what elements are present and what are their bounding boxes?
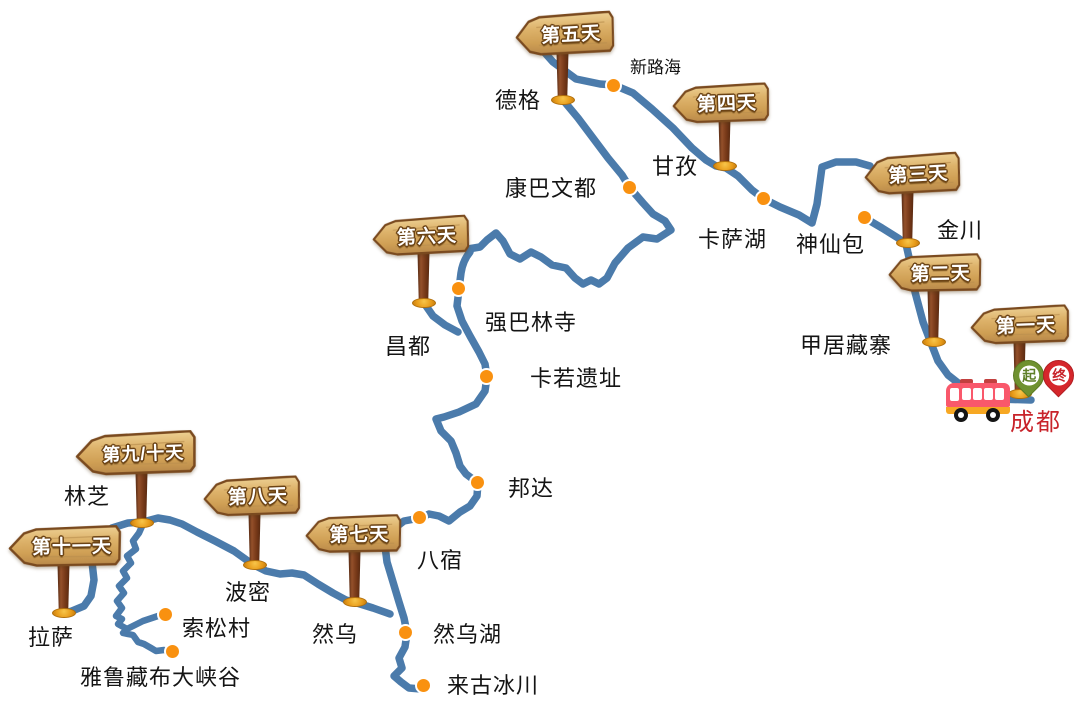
- place-label-laigubingchuan: 来古冰川: [447, 673, 540, 698]
- bus-window: [984, 388, 993, 400]
- place-label-bangda: 邦达: [508, 476, 555, 501]
- waypoint-dot-shenxianbao: [856, 209, 873, 226]
- bus-wheel: [986, 408, 1000, 422]
- signpost-day5: 第五天: [515, 10, 615, 105]
- place-label-basu: 八宿: [417, 548, 464, 573]
- signpost-day6: 第六天: [372, 214, 470, 308]
- sign-label: 第四天: [696, 92, 758, 116]
- signpost-day2: 第二天: [888, 253, 982, 347]
- place-label-linzhi: 林芝: [64, 484, 111, 509]
- sign-label: 第六天: [396, 224, 458, 249]
- place-label-jinchuan: 金川: [937, 218, 984, 243]
- bus-body: [946, 383, 1010, 407]
- sign-post: [135, 473, 148, 524]
- start-pin-label: 起: [1021, 367, 1036, 384]
- sign-label: 第十一天: [31, 536, 113, 559]
- sign-label: 第二天: [910, 262, 971, 285]
- place-label-kangbawendu: 康巴文都: [505, 176, 598, 201]
- place-label-jiajuzangzhai: 甲居藏寨: [800, 333, 893, 358]
- place-label-dege: 德格: [495, 88, 542, 113]
- end-pin-label: 终: [1051, 367, 1066, 384]
- sign-label: 第九/十天: [101, 441, 185, 465]
- sign-post: [348, 551, 361, 603]
- bus-icon: [946, 377, 1012, 422]
- waypoint-dot-qiangbalinsi: [450, 280, 467, 297]
- waypoint-dot-kangbawendu: [621, 179, 638, 196]
- signpost-day9-10: 第九/十天: [75, 429, 197, 528]
- sign-label: 第八天: [227, 485, 289, 509]
- bus-roof-vent: [960, 379, 973, 384]
- sign-post: [556, 53, 569, 101]
- place-label-ranwuhu: 然乌湖: [433, 622, 503, 647]
- waypoint-dot-yaluzangbu: [164, 643, 181, 660]
- waypoint-dot-suosongcun: [157, 606, 174, 623]
- sign-label: 第五天: [540, 22, 602, 47]
- place-label-ganzi: 甘孜: [652, 154, 699, 179]
- place-label-changdu: 昌都: [385, 334, 432, 359]
- signpost-day11: 第十一天: [8, 525, 122, 618]
- place-label-ranwu: 然乌: [312, 622, 359, 647]
- end-pin: 终: [1036, 353, 1080, 398]
- sign-post-base: [412, 298, 436, 308]
- sign-post-base: [551, 95, 575, 105]
- place-label-kasahu: 卡萨湖: [698, 227, 768, 252]
- sign-post: [718, 118, 731, 167]
- sign-post-base: [130, 518, 154, 528]
- sign-post: [417, 253, 430, 304]
- place-label-xinluhai: 新路海: [630, 58, 681, 77]
- signpost-day4: 第四天: [672, 82, 770, 171]
- place-label-chengdu: 成都: [1010, 409, 1062, 436]
- sign-post-base: [922, 337, 946, 347]
- sign-label: 第一天: [995, 314, 1057, 338]
- sign-post-base: [52, 608, 76, 618]
- bus-window: [962, 388, 971, 400]
- place-label-bomi: 波密: [225, 580, 272, 605]
- sign-post-base: [896, 238, 920, 248]
- start-pin: 起: [1006, 353, 1051, 398]
- sign-post-base: [343, 597, 367, 607]
- place-label-lasa: 拉萨: [28, 625, 75, 650]
- signpost-day7: 第七天: [305, 514, 402, 607]
- bus-stripe: [946, 407, 1010, 414]
- place-label-suosongcun: 索松村: [182, 616, 252, 641]
- bus-wheel: [954, 408, 968, 422]
- sign-label: 第七天: [329, 523, 390, 546]
- bus-window: [995, 388, 1004, 400]
- waypoint-dot-xinluhai: [605, 77, 622, 94]
- sign-post-base: [243, 560, 267, 570]
- signpost-day1: 第一天: [970, 304, 1070, 399]
- place-label-qiangbalinsi: 强巴林寺: [485, 310, 578, 335]
- sign-post-base: [713, 161, 737, 171]
- sign-label: 第三天: [887, 162, 949, 187]
- waypoint-dot-karuoyizhi: [478, 368, 495, 385]
- waypoint-dot-bangda: [469, 474, 486, 491]
- waypoint-dot-kasahu: [755, 190, 772, 207]
- sign-post: [248, 514, 261, 566]
- waypoint-dot-ranwuhu: [397, 624, 414, 641]
- signpost-day3: 第三天: [864, 151, 961, 248]
- place-label-shenxianbao: 神仙包: [796, 232, 866, 257]
- bus-roof-vent: [984, 379, 997, 384]
- bus-window: [950, 388, 959, 401]
- sign-post: [901, 192, 914, 244]
- signpost-day8: 第八天: [203, 475, 301, 570]
- place-label-karuoyizhi: 卡若遗址: [530, 366, 623, 391]
- waypoint-dot-laigubingchuan: [415, 677, 432, 694]
- bus-window: [973, 388, 982, 400]
- waypoint-dot-basu: [411, 509, 428, 526]
- place-label-yaluzangbu: 雅鲁藏布大峡谷: [80, 665, 242, 690]
- sign-post: [927, 290, 940, 343]
- sign-post: [57, 565, 70, 614]
